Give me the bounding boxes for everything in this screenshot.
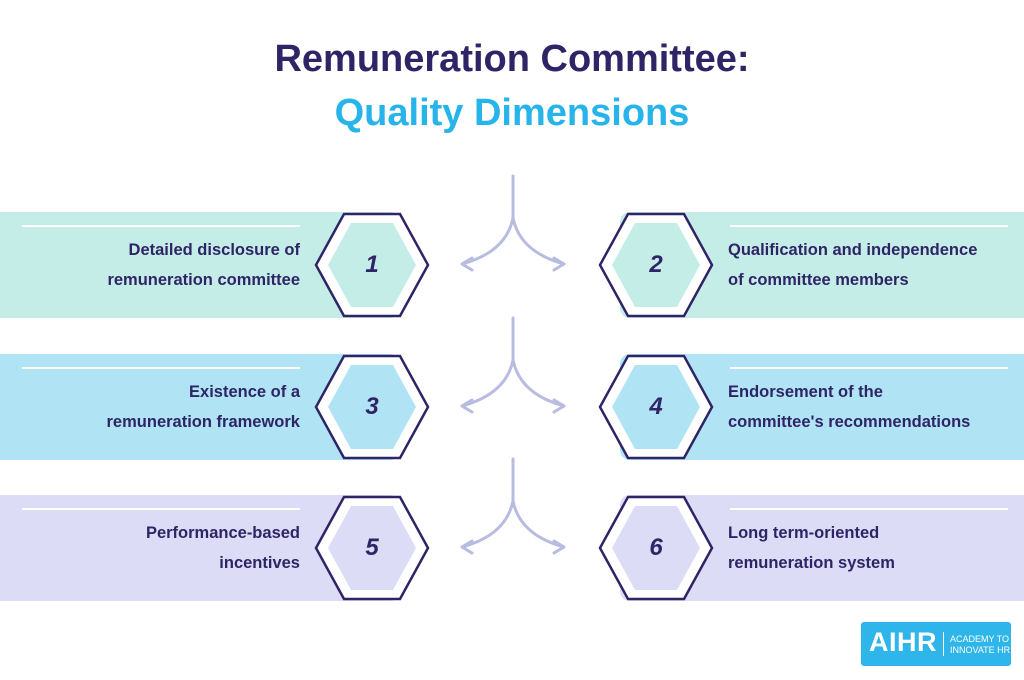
dimension-label-6: Long term-oriented remuneration system xyxy=(728,495,895,601)
dimension-label-line: remuneration framework xyxy=(106,413,300,431)
dimension-label-line: committee's recommendations xyxy=(728,413,971,431)
logo-tagline: ACADEMY TO INNOVATE HR xyxy=(950,634,1010,656)
hexagon-badge-6: 6 xyxy=(594,493,718,603)
logo-tagline-line: INNOVATE HR xyxy=(950,645,1011,655)
dimension-label-line: incentives xyxy=(219,554,300,572)
logo-divider xyxy=(943,632,944,656)
hexagon-badge-5: 5 xyxy=(310,493,434,603)
dimension-label-line: Detailed disclosure of xyxy=(128,241,300,259)
dimension-number-6: 6 xyxy=(649,534,663,561)
dimension-label-line: Long term-oriented xyxy=(728,524,880,542)
split-arrow-icon xyxy=(460,174,566,272)
hexagon-badge-1: 1 xyxy=(310,210,434,320)
dimension-band-2: Qualification and independence of commit… xyxy=(620,212,1024,318)
dimension-label-5: Performance-based incentives xyxy=(146,495,300,601)
dimension-label-4: Endorsement of the committee's recommend… xyxy=(728,354,970,460)
dimension-label-1: Detailed disclosure of remuneration comm… xyxy=(107,212,300,318)
dimension-label-line: remuneration committee xyxy=(107,271,300,289)
hexagon-badge-4: 4 xyxy=(594,352,718,462)
logo-tagline-line: ACADEMY TO xyxy=(950,634,1010,644)
divider xyxy=(730,367,1008,369)
page-title: Remuneration Committee: xyxy=(274,38,750,80)
dimension-label-2: Qualification and independence of commit… xyxy=(728,212,977,318)
aihr-logo: AIHR ACADEMY TO INNOVATE HR xyxy=(861,622,1011,666)
divider xyxy=(22,508,300,510)
dimension-label-line: of committee members xyxy=(728,271,909,289)
logo-mark: AIHR xyxy=(869,627,937,657)
dimension-number-2: 2 xyxy=(649,251,663,278)
dimension-label-line: remuneration system xyxy=(728,554,895,572)
dimension-number-4: 4 xyxy=(649,393,663,420)
page-subtitle: Quality Dimensions xyxy=(334,92,690,134)
hexagon-badge-3: 3 xyxy=(310,352,434,462)
divider xyxy=(22,225,300,227)
dimension-number-5: 5 xyxy=(365,534,379,561)
dimension-band-5: Performance-based incentives xyxy=(0,495,400,601)
dimension-label-line: Performance-based xyxy=(145,524,300,542)
dimension-label-line: Existence of a xyxy=(189,383,300,401)
split-arrow-icon xyxy=(460,316,566,414)
hexagon-badge-2: 2 xyxy=(594,210,718,320)
divider xyxy=(730,225,1008,227)
dimension-label-3: Existence of a remuneration framework xyxy=(107,354,300,460)
dimension-number-3: 3 xyxy=(365,393,379,420)
dimension-label-line: Qualification and independence xyxy=(728,241,978,259)
split-arrow-icon xyxy=(460,457,566,555)
divider xyxy=(22,367,300,369)
dimension-number-1: 1 xyxy=(365,251,379,278)
divider xyxy=(730,508,1008,510)
dimension-label-line: Endorsement of the xyxy=(728,383,883,401)
